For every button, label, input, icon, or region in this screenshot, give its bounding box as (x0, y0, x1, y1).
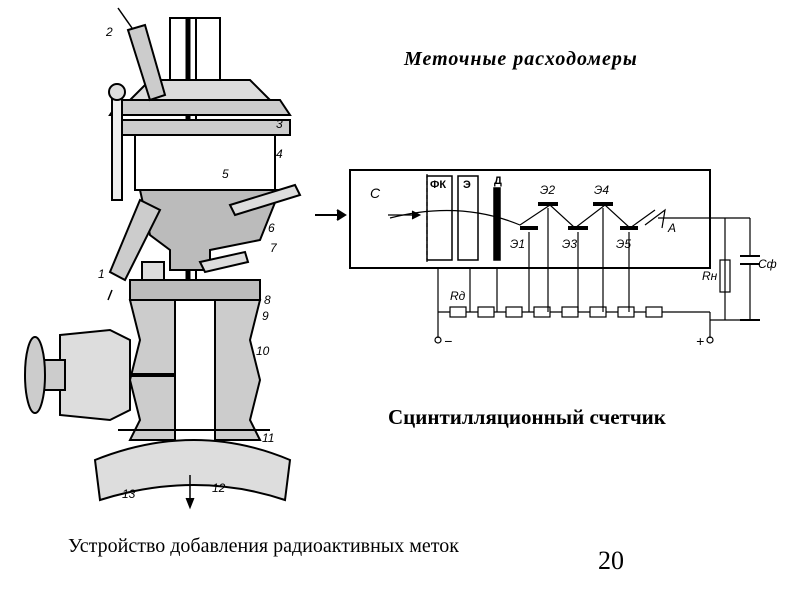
device-label-7: 7 (270, 241, 278, 255)
anode-label: А (667, 221, 676, 235)
dynode-label-3: Э3 (562, 237, 577, 251)
device-label-11: 11 (262, 431, 274, 445)
dynode-label-4: Э4 (594, 183, 609, 197)
device-label-2: 2 (105, 25, 113, 39)
plus-terminal-label: + (696, 333, 704, 349)
device-label-10: 10 (256, 344, 270, 358)
device-label-3: 3 (276, 117, 283, 131)
dynode-label-1: Э1 (510, 237, 525, 251)
diaphragm-label: Д (494, 175, 502, 187)
photocathode-label: ФК (430, 179, 446, 191)
dynode-label-5: Э5 (616, 237, 631, 251)
device-label-6: 6 (268, 221, 275, 235)
device-label-1: 1 (98, 267, 105, 281)
device-label-4: 4 (276, 147, 283, 161)
device-label-5: 5 (222, 167, 229, 181)
device-label-12: 12 (212, 481, 226, 495)
load-resistor-label: Rн (702, 269, 718, 283)
electrode-label: Э (463, 179, 471, 191)
dynode-label-2: Э2 (540, 183, 555, 197)
device-label-8: 8 (264, 293, 271, 307)
source-label: С (370, 185, 381, 201)
slide-caption: Устройство добавления радиоактивных мето… (68, 535, 459, 557)
divider-resistor-label: Rд (450, 289, 466, 303)
device-label-13: 13 (122, 487, 136, 501)
slide-title: Меточные расходомеры (404, 48, 638, 70)
minus-terminal-label: − (444, 333, 452, 349)
scintillation-counter-circuit: С ФК Э Д Э1 Э2 Э3 Э4 Э5 А Rд Rн Сф − + (315, 169, 777, 349)
tracer-injection-device-drawing: 1 2 3 4 5 6 7 8 9 10 11 12 13 (24, 7, 302, 510)
scintillation-counter-title: Сцинтилляционный счетчик (388, 405, 666, 429)
device-label-9: 9 (262, 309, 269, 323)
capacitor-label: Сф (758, 257, 777, 271)
page-number: 20 (598, 546, 624, 575)
